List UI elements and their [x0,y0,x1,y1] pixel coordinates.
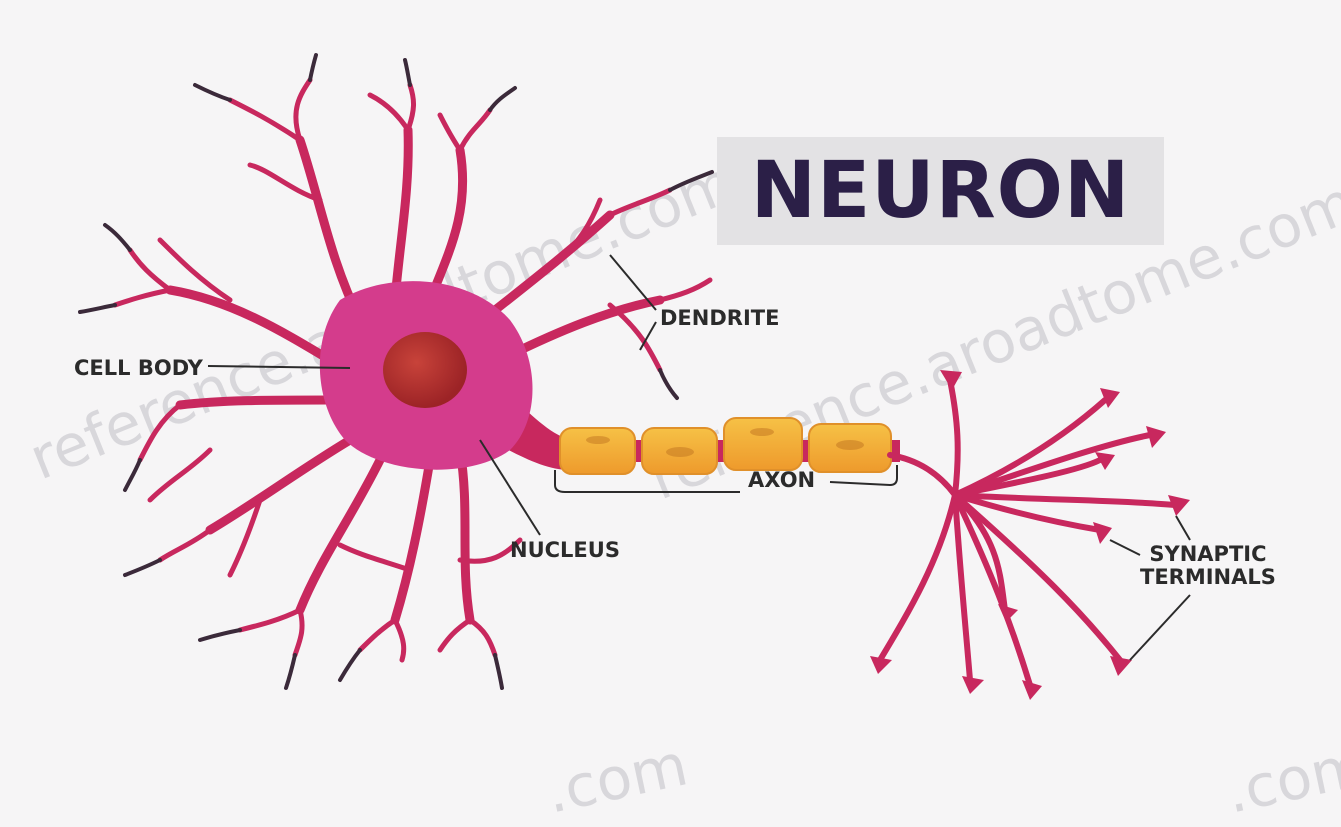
label-nucleus: NUCLEUS [510,540,620,561]
synaptic-knobs [870,370,1190,700]
label-synaptic-line2: TERMINALS [1140,566,1276,589]
label-axon: AXON [748,470,815,491]
nucleus-shape [383,332,467,408]
myelin-sheath [560,418,891,474]
neuron-diagram: reference.aroadtome.com reference.aroadt… [0,0,1341,789]
axon-terminals [880,380,1175,685]
label-synaptic-terminals: SYNAPTIC TERMINALS [1140,543,1276,589]
label-synaptic-line1: SYNAPTIC [1140,543,1276,566]
label-dendrite: DENDRITE [660,308,779,329]
neuron-illustration [0,0,1341,789]
label-cell-body: CELL BODY [74,358,203,379]
